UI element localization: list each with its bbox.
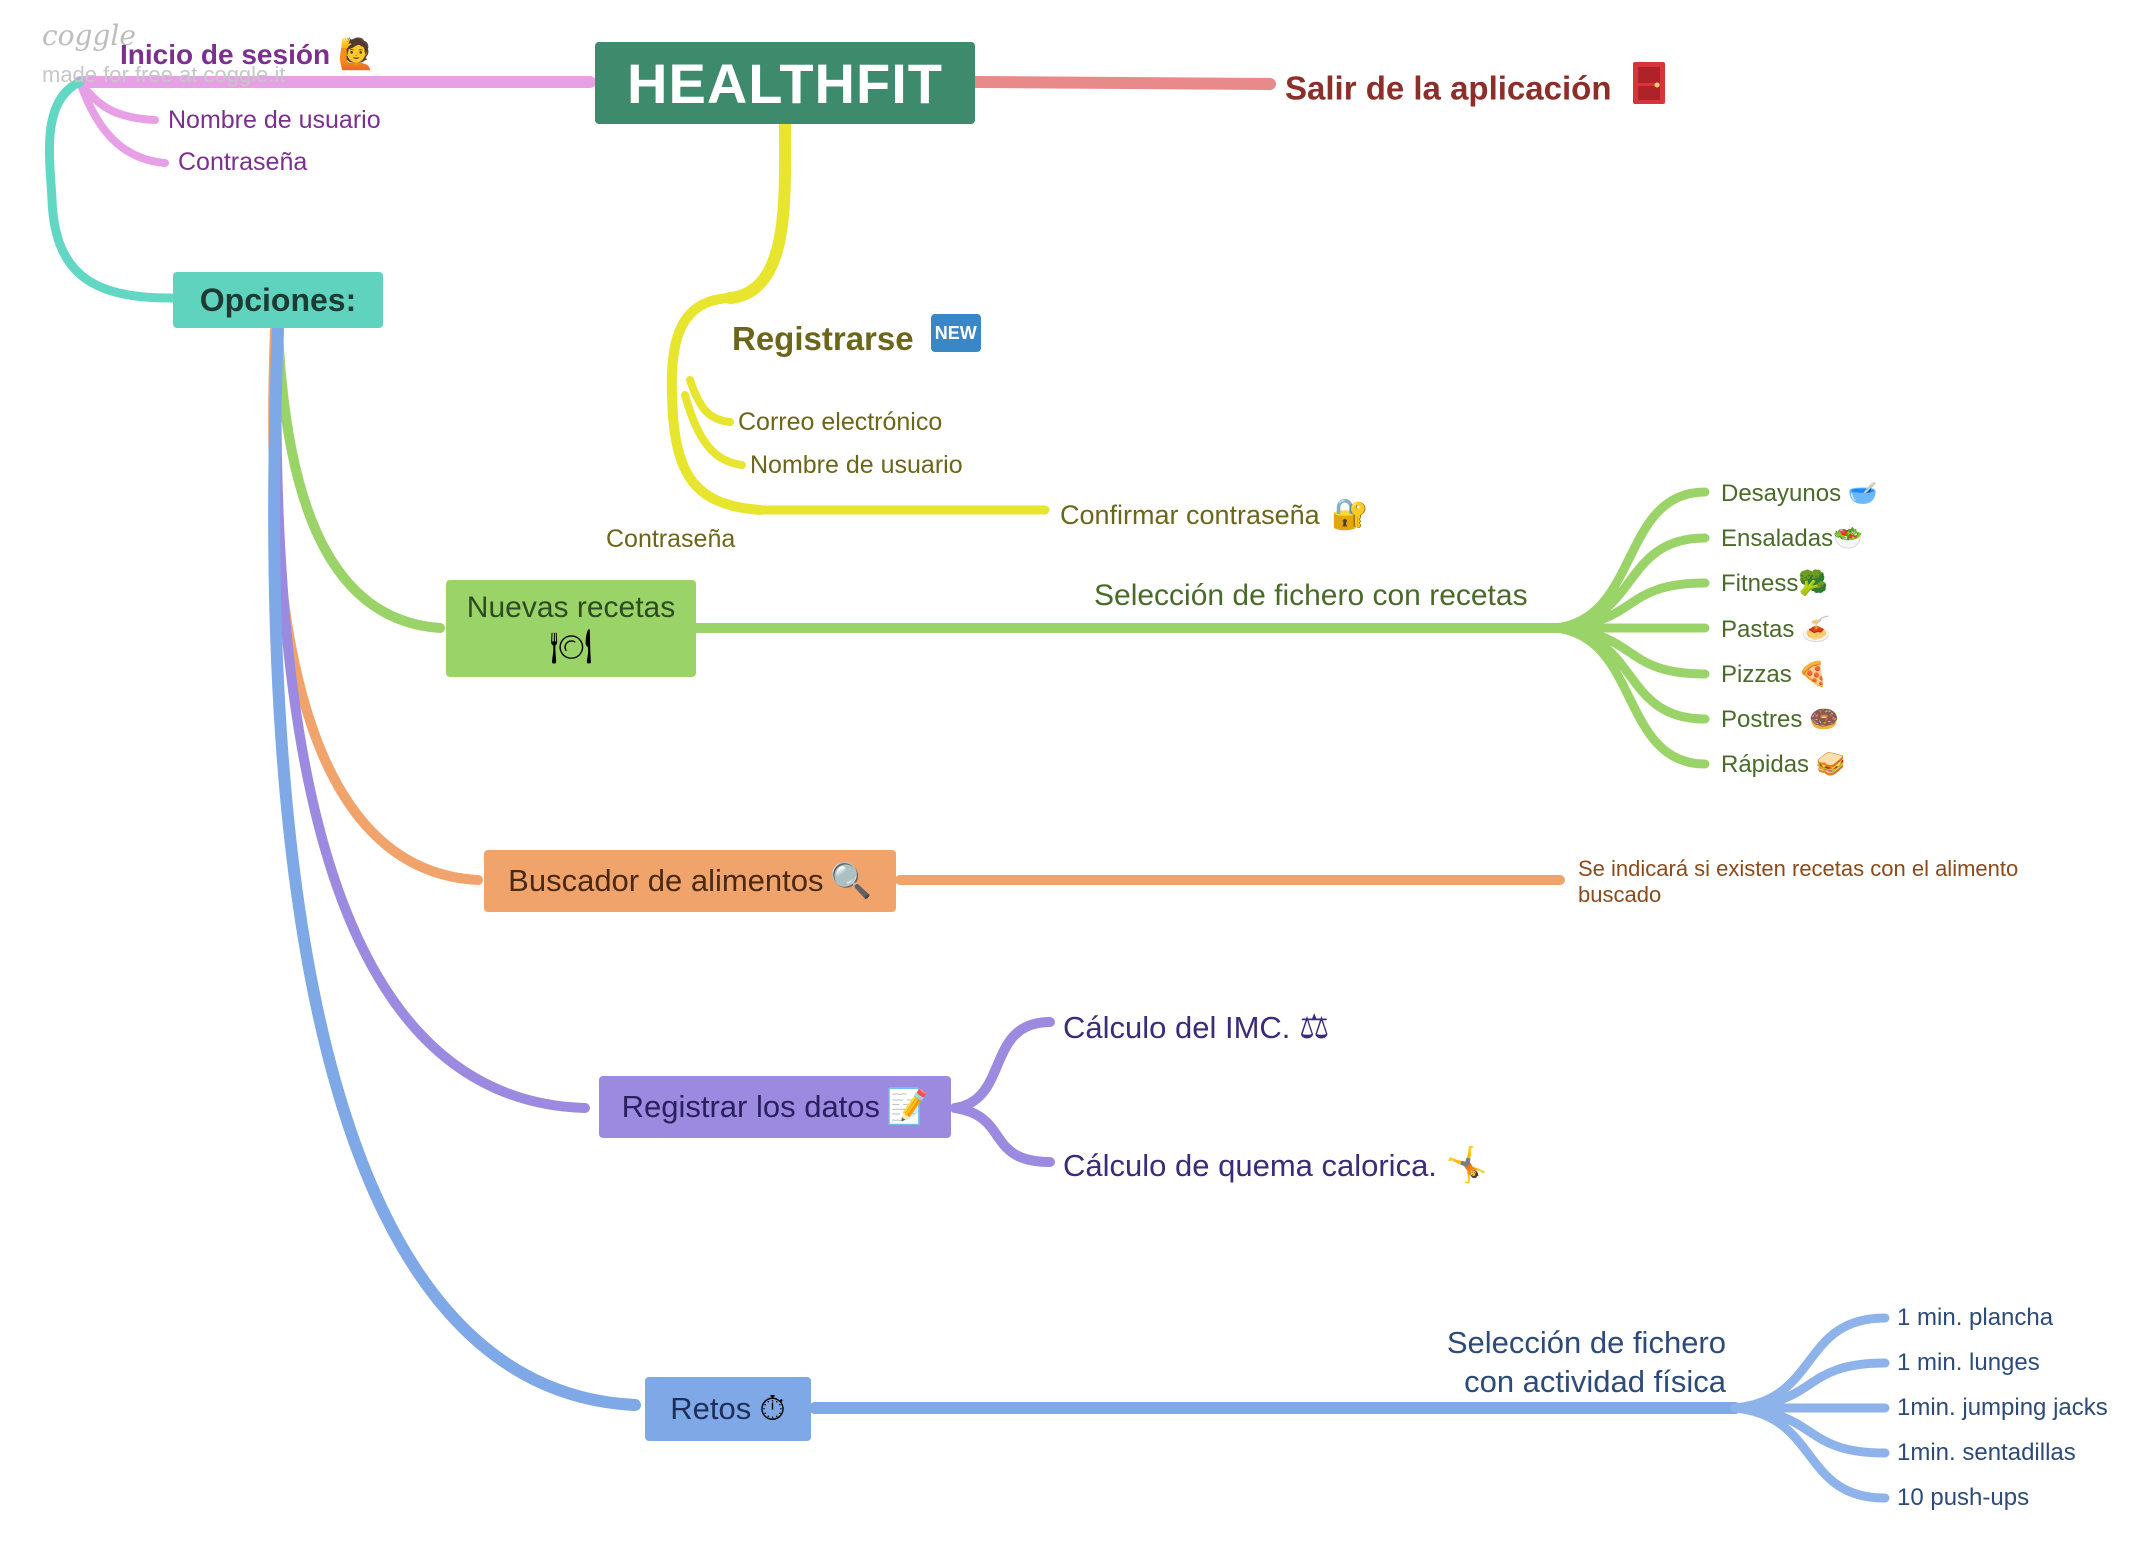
search-result-text[interactable]: Se indicará si existen recetas con el al…: [1578, 856, 2019, 908]
recipe-item-fitness[interactable]: Fitness🥦: [1721, 571, 1828, 596]
recipe-label: Fitness: [1721, 570, 1799, 597]
register-item-password[interactable]: Contraseña: [606, 525, 736, 553]
door-icon: [1629, 60, 1669, 106]
login-node[interactable]: Inicio de sesión 🙋: [120, 40, 375, 70]
exit-node[interactable]: Salir de la aplicación: [1285, 62, 1669, 114]
data-node[interactable]: Registrar los datos 📝: [599, 1076, 951, 1138]
recipe-item-rapidas[interactable]: Rápidas 🥪: [1721, 752, 1846, 777]
link-root-register: [724, 119, 792, 304]
challenges-branch-line-1: Selección de fichero: [1446, 1325, 1726, 1360]
challenges-label: Retos: [670, 1391, 752, 1426]
link-data-calories: [950, 1103, 1055, 1167]
broccoli-icon: 🥦: [1798, 569, 1829, 597]
search-label: Buscador de alimentos: [508, 863, 824, 898]
plate-cutlery-icon: 🍽: [549, 626, 593, 667]
recipe-label: Pastas: [1721, 616, 1795, 643]
link-login-password: [76, 78, 169, 167]
challenge-item-jumping[interactable]: 1min. jumping jacks: [1897, 1394, 2108, 1421]
data-item-imc[interactable]: Cálculo del IMC. ⚖: [1063, 1010, 1330, 1044]
link-login-options: [44, 77, 177, 303]
watermark-note[interactable]: made for free at coggle.it: [42, 62, 286, 87]
login-item-password[interactable]: Contraseña: [178, 148, 308, 176]
challenge-item-sentadillas[interactable]: 1min. sentadillas: [1897, 1439, 2076, 1466]
login-title: Inicio de sesión: [120, 39, 331, 70]
options-label: Opciones:: [199, 281, 357, 318]
exit-label: Salir de la aplicación: [1285, 69, 1612, 107]
bowl-icon: 🥣: [1847, 479, 1878, 507]
recipes-branch-label[interactable]: Selección de fichero con recetas: [1094, 579, 1528, 612]
challenge-item-pushups[interactable]: 10 push-ups: [1897, 1484, 2030, 1511]
search-node[interactable]: Buscador de alimentos 🔍: [484, 850, 896, 912]
link-options-data: [271, 325, 590, 1113]
link-options-challenges: [268, 324, 641, 1411]
cartwheel-icon: 🤸: [1445, 1145, 1488, 1185]
new-badge-icon: NEW: [930, 314, 981, 353]
register-item-username[interactable]: Nombre de usuario: [750, 451, 963, 479]
pizza-icon: 🍕: [1798, 660, 1829, 688]
recipe-item-pastas[interactable]: Pastas 🍝: [1721, 617, 1831, 642]
data-item-label: Cálculo del IMC.: [1063, 1010, 1291, 1045]
balance-scale-icon: ⚖: [1299, 1007, 1330, 1047]
magnifier-icon: 🔍: [829, 861, 872, 901]
recipe-item-ensaladas[interactable]: Ensaladas🥗: [1721, 526, 1863, 551]
recipe-label: Rápidas: [1721, 751, 1810, 778]
link-register-email: [686, 376, 734, 426]
login-item-username[interactable]: Nombre de usuario: [168, 106, 381, 134]
root-title: HEALTHFIT: [627, 51, 943, 115]
memo-icon: 📝: [886, 1087, 929, 1127]
link-challenge-lunges: [1730, 1358, 1890, 1413]
recipe-fan: [1550, 487, 1710, 769]
link-data-imc: [950, 1017, 1055, 1113]
challenge-item-lunges[interactable]: 1 min. lunges: [1897, 1349, 2040, 1376]
register-item-confirm[interactable]: Confirmar contraseña 🔐: [1060, 500, 1369, 530]
doughnut-icon: 🍩: [1809, 705, 1839, 733]
challenges-branch-line-2: con actividad física: [1464, 1363, 1726, 1399]
link-recipe-fitness: [1550, 578, 1710, 633]
recipe-item-pizzas[interactable]: Pizzas 🍕: [1721, 662, 1828, 687]
register-node[interactable]: Registrarse NEW: [732, 314, 981, 360]
register-confirm-label: Confirmar contraseña: [1060, 500, 1320, 530]
data-label: Registrar los datos: [621, 1089, 881, 1124]
stopwatch-icon: ⏱: [759, 1389, 786, 1429]
challenge-fan: [1730, 1313, 1890, 1503]
recipe-item-postres[interactable]: Postres 🍩: [1721, 707, 1839, 732]
recipe-item-desayunos[interactable]: Desayunos 🥣: [1721, 481, 1878, 506]
spaghetti-icon: 🍝: [1801, 615, 1831, 643]
link-recipe-rapidas: [1550, 623, 1710, 769]
challenge-item-plancha[interactable]: 1 min. plancha: [1897, 1304, 2054, 1331]
link-challenge-pushups: [1730, 1403, 1890, 1503]
recipe-label: Ensaladas: [1721, 525, 1834, 552]
options-node[interactable]: Opciones:: [173, 272, 383, 328]
challenges-branch-label[interactable]: Selección de fichero con actividad físic…: [1420, 1324, 1726, 1402]
data-item-label: Cálculo de quema calorica.: [1063, 1148, 1437, 1183]
register-title: Registrarse: [732, 320, 914, 357]
challenges-node[interactable]: Retos ⏱: [645, 1377, 811, 1441]
sandwich-icon: 🥪: [1815, 750, 1846, 778]
lock-key-icon: 🔐: [1331, 497, 1369, 532]
link-options-recipes: [273, 325, 445, 633]
watermark-brand[interactable]: coggle: [42, 19, 136, 52]
root-node[interactable]: HEALTHFIT: [595, 42, 975, 124]
data-item-calories[interactable]: Cálculo de quema calorica. 🤸: [1063, 1148, 1488, 1182]
recipe-label: Postres: [1721, 706, 1803, 733]
recipes-label: Nuevas recetas: [466, 590, 676, 624]
recipe-label: Desayunos: [1721, 480, 1842, 507]
register-item-email[interactable]: Correo electrónico: [738, 408, 943, 436]
link-register-trunk: [666, 293, 765, 515]
link-root-exit: [969, 76, 1276, 90]
recipes-node[interactable]: Nuevas recetas 🍽: [446, 580, 696, 677]
recipe-label: Pizzas: [1721, 661, 1792, 688]
woman-raising-hand-icon: 🙋: [337, 37, 376, 72]
link-register-username: [681, 391, 746, 469]
salad-icon: 🥗: [1833, 524, 1863, 552]
